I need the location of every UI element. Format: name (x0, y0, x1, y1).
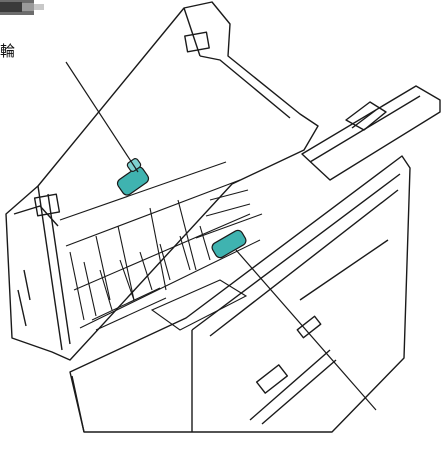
roller-thumbnail-icon (0, 0, 44, 15)
scanner-base (69, 155, 411, 433)
caption-label: 輪 (0, 42, 16, 60)
interior-ribs (59, 161, 263, 331)
leader-lines (65, 61, 377, 411)
leader-line-pad-roller (235, 249, 377, 411)
scanner-lid (5, 1, 319, 361)
leader-line-feed-roller (65, 61, 139, 173)
output-tray (301, 85, 441, 181)
pad-roller (211, 229, 247, 259)
